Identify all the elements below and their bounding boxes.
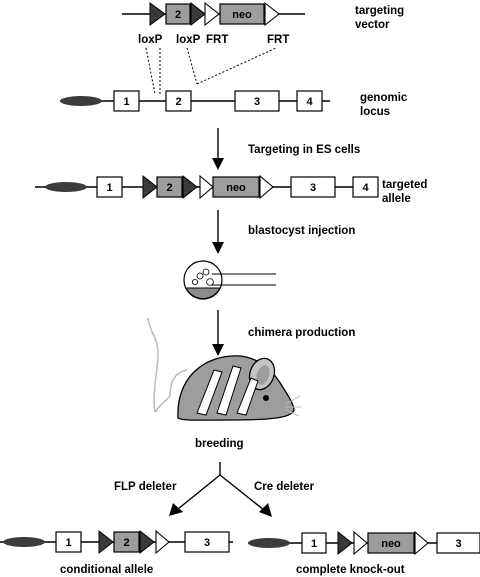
homology-line — [186, 47, 198, 85]
down-arrow — [212, 158, 224, 170]
exon-3-box — [184, 531, 230, 553]
targeted-allele: 1 2 neo 3 4 — [35, 174, 379, 200]
exon-3-label: 3 — [455, 538, 461, 550]
exon-2-box — [165, 90, 192, 112]
exon-1-box — [55, 531, 82, 553]
frt-site — [353, 530, 368, 556]
frt-label-2: FRT — [267, 34, 289, 46]
down-arrow — [212, 242, 224, 254]
exon-4-label: 4 — [306, 96, 313, 108]
breeding-label: breeding — [195, 438, 244, 450]
genomic-locus: 1 2 3 4 — [60, 90, 330, 112]
loxp-site — [142, 174, 158, 200]
knockout-allele: 1 neo 3 — [248, 530, 480, 556]
loxp-label-2: loxP — [176, 34, 201, 46]
step-chimera: chimera production — [248, 327, 355, 339]
exon-4-box — [352, 176, 379, 198]
frt-site — [259, 174, 274, 200]
neo-box — [219, 3, 265, 25]
down-arrow — [212, 344, 224, 356]
flp-deleter-label: FLP deleter — [114, 481, 177, 493]
knockout-label: complete knock-out — [296, 564, 405, 576]
frt-site — [199, 174, 214, 200]
conditional-allele-label: conditional allele — [60, 564, 153, 576]
exon-3-box — [290, 176, 336, 198]
frt-site — [264, 1, 280, 27]
neo-box — [212, 176, 260, 198]
cre-deleter-label: Cre deleter — [254, 481, 315, 493]
loxp-site — [139, 529, 155, 555]
promoter-oval — [248, 538, 290, 548]
exon-1-label: 1 — [106, 182, 112, 194]
exon-1-label: 1 — [123, 96, 129, 108]
loxp-site — [337, 530, 353, 556]
loxp-label-1: loxP — [138, 34, 163, 46]
promoter-oval — [45, 182, 87, 192]
exon-1-box — [113, 90, 140, 112]
loxp-site — [182, 174, 198, 200]
targeting-vector: 2 neo — [122, 1, 305, 27]
loxp-site — [149, 2, 166, 26]
frt-site — [414, 530, 429, 556]
blastocyst-icon — [183, 260, 276, 300]
exon-3-box — [234, 90, 280, 112]
promoter-oval — [60, 96, 102, 106]
exon-4-box — [296, 90, 323, 112]
down-right-arrow — [259, 503, 272, 517]
exon-4-label: 4 — [362, 182, 369, 194]
exon-2-box — [156, 176, 183, 198]
exon-2-label: 2 — [123, 537, 129, 549]
exon-2-label: 2 — [166, 182, 172, 194]
promoter-oval — [3, 537, 45, 547]
homology-line — [145, 47, 156, 95]
frt-site — [155, 529, 170, 555]
exon-2-label: 2 — [175, 9, 181, 21]
exon-1-box — [96, 176, 123, 198]
homology-line — [196, 47, 277, 85]
exon-1-label: 1 — [65, 537, 71, 549]
loxp-site — [190, 1, 206, 27]
loxp-site — [98, 529, 114, 555]
neo-label: neo — [226, 182, 246, 194]
neo-label: neo — [232, 9, 252, 21]
frt-site — [204, 1, 220, 27]
conditional-allele: 1 2 3 — [0, 529, 233, 555]
frt-label-1: FRT — [206, 34, 228, 46]
exon-3-box — [436, 532, 480, 554]
exon-3-label: 3 — [204, 537, 210, 549]
step-es-cells: Targeting in ES cells — [248, 144, 360, 156]
exon-3-label: 3 — [254, 96, 260, 108]
neo-label: neo — [381, 538, 401, 550]
chimera-mouse-icon — [147, 317, 302, 421]
neo-box — [367, 532, 415, 554]
exon-1-box — [301, 532, 327, 554]
exon-2-label: 2 — [175, 96, 181, 108]
down-left-arrow — [169, 503, 183, 516]
exon-2-box — [113, 531, 140, 553]
exon-3-label: 3 — [310, 182, 316, 194]
exon-1-label: 1 — [311, 538, 317, 550]
exon-2-box — [165, 3, 191, 25]
step-blastocyst: blastocyst injection — [248, 225, 355, 237]
